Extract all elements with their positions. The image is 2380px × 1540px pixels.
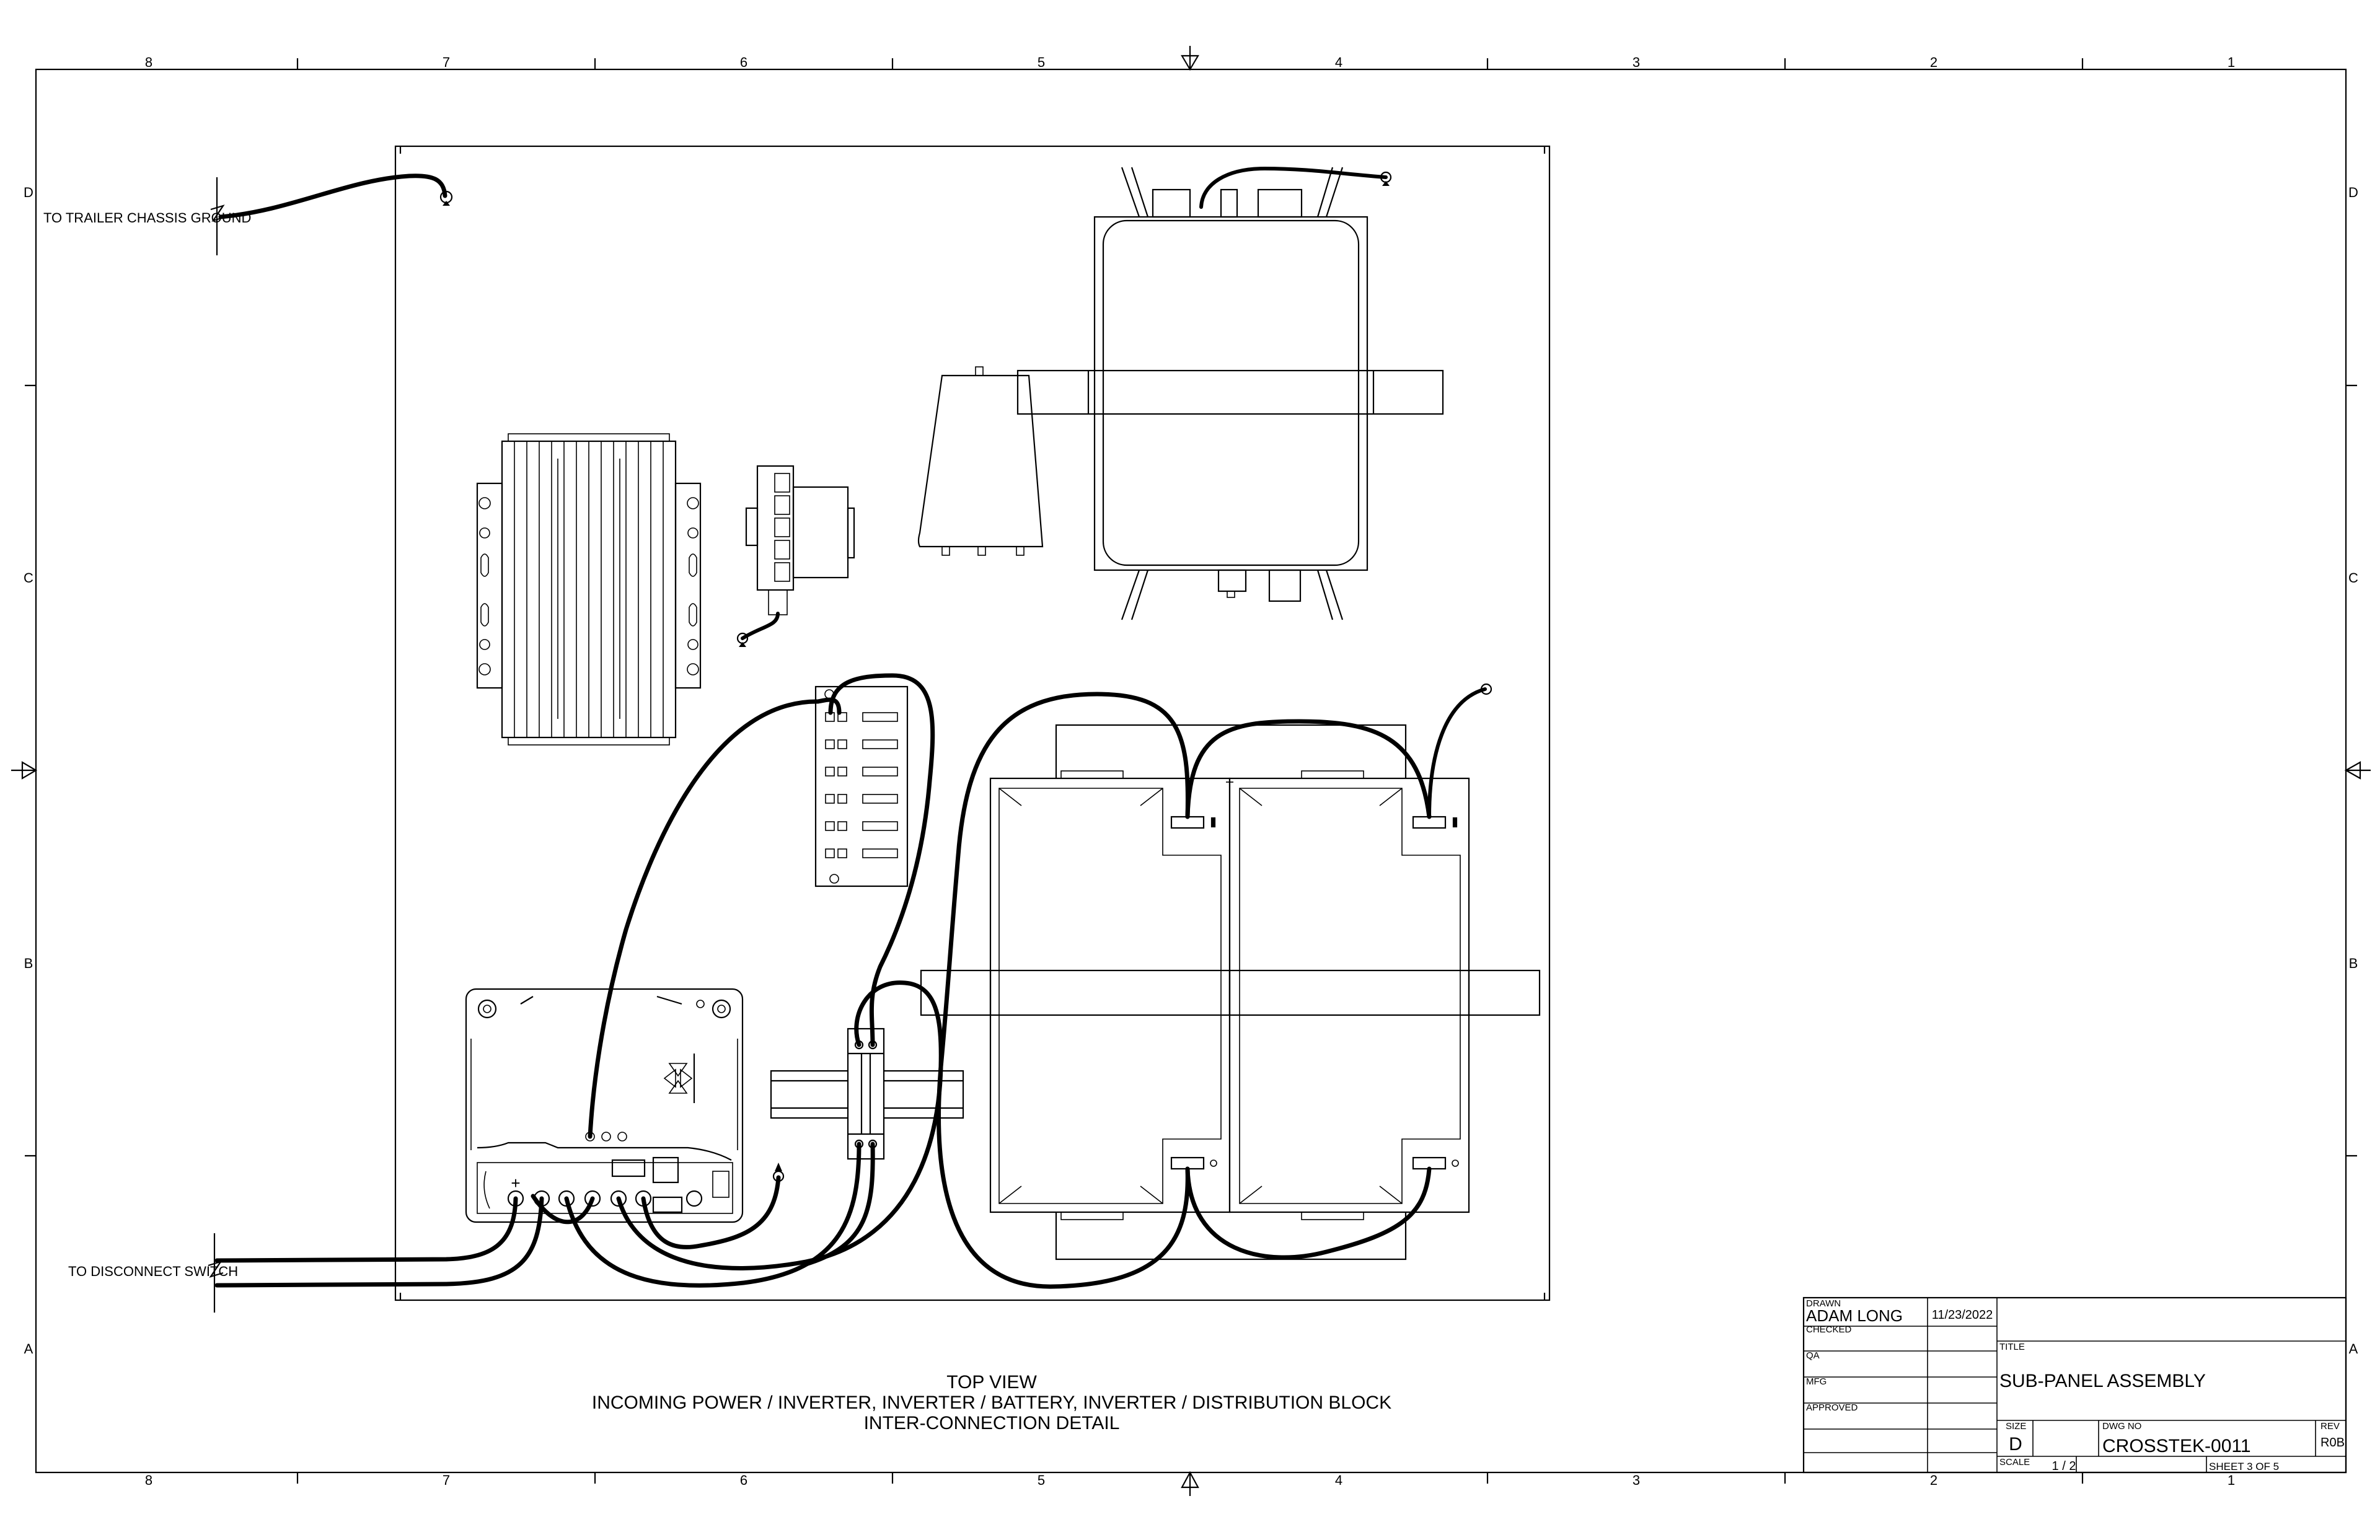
tb-dwg-no: CROSSTEK-0011 (2102, 1436, 2251, 1456)
battery-negative-to-distribution (937, 692, 1190, 1289)
view-caption-line1: TOP VIEW (946, 1372, 1037, 1393)
center-mark-top (1181, 46, 1199, 71)
battery-left (989, 770, 1231, 1220)
ground-lug-battery (1427, 683, 1492, 819)
zone-bottom-4: 4 (1335, 1472, 1342, 1488)
zone-top-3: 3 (1633, 55, 1640, 70)
shunt-module (745, 465, 855, 615)
zone-left-C: C (24, 570, 33, 586)
callout-chassis-ground: TO TRAILER CHASSIS GROUND (43, 210, 251, 226)
tb-mfg-label: MFG (1806, 1376, 1827, 1387)
zone-bottom-3: 3 (1633, 1472, 1640, 1488)
terminal-positive-mark: + (511, 1174, 520, 1192)
zone-top-2: 2 (1930, 55, 1937, 70)
zone-right-D: D (2348, 185, 2358, 200)
tb-rev: R0B (2320, 1436, 2345, 1450)
distribution-feed-wire (588, 697, 842, 1139)
tb-sheet: SHEET 3 OF 5 (2209, 1461, 2279, 1472)
chassis-ground-wire (210, 174, 453, 255)
ac-cover (917, 366, 1044, 556)
zone-bottom-6: 6 (740, 1472, 747, 1488)
zone-right-B: B (2349, 956, 2358, 971)
disconnect-switch-wires (208, 1196, 544, 1313)
zone-top-6: 6 (740, 55, 747, 70)
zone-left-D: D (24, 185, 33, 200)
tb-qa-label: QA (1806, 1350, 1820, 1361)
zone-top-5: 5 (1038, 55, 1045, 70)
zone-bottom-7: 7 (443, 1472, 450, 1488)
tb-drawn-by: ADAM LONG (1806, 1306, 1903, 1325)
tb-title: SUB-PANEL ASSEMBLY (1999, 1371, 2206, 1391)
tb-checked-label: CHECKED (1806, 1324, 1852, 1335)
distribution-block (814, 685, 909, 887)
tb-dwg-no-label: DWG NO (2102, 1421, 2141, 1432)
zone-top-1: 1 (2228, 55, 2235, 70)
tb-size-label: SIZE (2006, 1421, 2026, 1432)
center-mark-bottom (1181, 1471, 1199, 1496)
zone-top-7: 7 (443, 55, 450, 70)
battery-jumper-top (1185, 719, 1432, 819)
battery-jumper-bottom (1185, 1166, 1432, 1260)
center-mark-left (11, 761, 38, 780)
callout-disconnect-switch: TO DISCONNECT SWITCH (68, 1264, 238, 1279)
view-caption-line2: INCOMING POWER / INVERTER, INVERTER / BA… (592, 1393, 1391, 1413)
tb-scale: 1 / 2 (2052, 1459, 2076, 1473)
ground-lug-charger (1199, 166, 1392, 209)
tb-drawn-date: 11/23/2022 (1932, 1308, 1993, 1322)
zone-bottom-2: 2 (1930, 1472, 1937, 1488)
ground-lug-shunt (736, 612, 780, 647)
center-mark-right (2344, 761, 2371, 780)
breaker-loop-wire (616, 980, 943, 1270)
sheet-border: 8 7 6 5 4 3 2 1 8 7 6 5 4 3 2 1 D C B A … (11, 46, 2371, 1496)
distribution-to-breaker-wire (828, 673, 935, 1047)
battery-gap-line (1226, 778, 1233, 1212)
zone-left-A: A (24, 1341, 33, 1357)
zone-top-4: 4 (1335, 55, 1342, 70)
title-block: DRAWN ADAM LONG 11/23/2022 CHECKED QA MF… (1802, 1296, 2347, 1474)
tb-scale-label: SCALE (1999, 1457, 2030, 1467)
charge-controller (465, 988, 744, 1223)
zone-right-A: A (2349, 1341, 2358, 1357)
tb-approved-label: APPROVED (1806, 1402, 1858, 1413)
view-caption-line3: INTER-CONNECTION DETAIL (864, 1413, 1120, 1433)
sub-panel-plate (394, 145, 1551, 1301)
breaker-to-battery-wire (803, 1142, 875, 1267)
tb-title-label: TITLE (1999, 1342, 2025, 1352)
tb-rev-label: REV (2320, 1421, 2340, 1432)
zone-left-B: B (24, 956, 33, 971)
zone-right-C: C (2348, 570, 2358, 586)
inverter-heatsink (476, 433, 702, 746)
zone-bottom-5: 5 (1038, 1472, 1045, 1488)
zone-bottom-1: 1 (2228, 1472, 2235, 1488)
zone-bottom-8: 8 (145, 1472, 152, 1488)
zone-top-8: 8 (145, 55, 152, 70)
battery-right (1228, 770, 1470, 1220)
breaker-to-controller-wire (564, 1142, 862, 1288)
tb-drawn-label: DRAWN (1806, 1298, 1841, 1309)
tb-size: D (2009, 1434, 2022, 1454)
controller-ground-loop (641, 1163, 785, 1249)
dc-breaker (847, 1027, 885, 1160)
charger-unit (1016, 167, 1444, 620)
